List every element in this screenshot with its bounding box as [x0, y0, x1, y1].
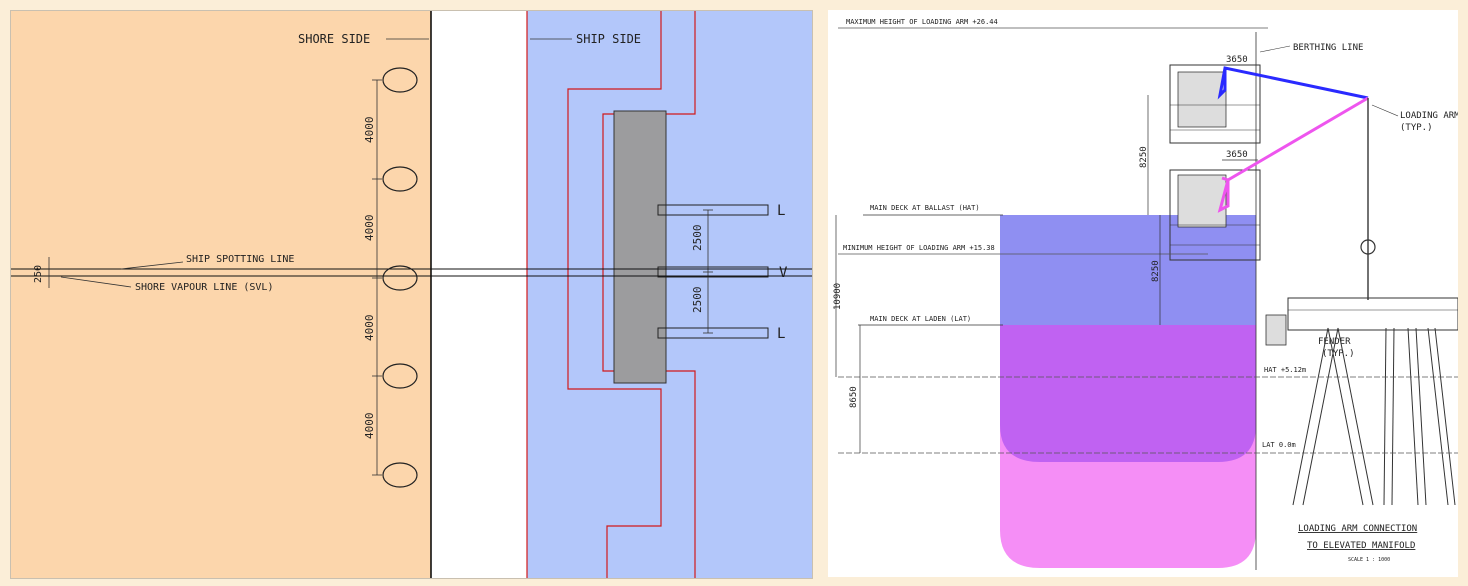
section-view-panel: MAXIMUM HEIGHT OF LOADING ARM +26.44 BER… — [828, 10, 1458, 577]
max-height-label: MAXIMUM HEIGHT OF LOADING ARM +26.44 — [846, 18, 998, 26]
loading-arm-label-1: LOADING ARM — [1400, 111, 1458, 121]
drawing-title-line-2: TO ELEVATED MANIFOLD — [1307, 541, 1415, 551]
main-deck-laden-label: MAIN DECK AT LADEN (LAT) — [870, 315, 971, 323]
arm-spacing-1: 2500 — [691, 225, 704, 252]
shore-side-label: SHORE SIDE — [298, 32, 370, 46]
loading-platform — [613, 110, 667, 384]
loading-arm-swivel — [1360, 239, 1376, 255]
jetty-piles — [1292, 327, 1456, 506]
fender — [1265, 314, 1287, 346]
drawing-title-line-1: LOADING ARM CONNECTION — [1298, 524, 1417, 534]
ship-side-label: SHIP SIDE — [576, 32, 641, 46]
loading-arm-v — [657, 266, 769, 278]
ship-hull-ballast — [1000, 215, 1256, 325]
spotting-leader — [120, 261, 184, 270]
ship-spotting-line-label: SHIP SPOTTING LINE — [186, 254, 294, 265]
min-height-label: MINIMUM HEIGHT OF LOADING ARM +15.38 — [843, 244, 995, 252]
ship-outline-inner — [602, 11, 696, 578]
bollard-spacing-2: 4000 — [363, 215, 376, 242]
loading-arm-l-bottom — [657, 327, 769, 339]
drawing-scale-label: SCALE 1 : 1000 — [1348, 557, 1390, 563]
loading-arm-lower — [1217, 96, 1369, 213]
main-deck-ballast-label: MAIN DECK AT BALLAST (HAT) — [870, 204, 980, 212]
upper-height-label: 8250 — [1139, 146, 1149, 168]
bollard-spacing-4: 4000 — [363, 413, 376, 440]
overall-height-label: 10900 — [833, 283, 843, 310]
hat-label: HAT +5.12m — [1264, 366, 1306, 374]
fender-label-1: FENDER — [1318, 337, 1351, 347]
plan-view-panel: L V L 2500 2500 250 SHIP SPOTTING LINE S… — [10, 10, 813, 579]
berthing-leader — [1259, 45, 1291, 53]
shore-vapour-line-label: SHORE VAPOUR LINE (SVL) — [135, 282, 273, 293]
jetty-deck — [1287, 297, 1458, 331]
upper-manifold — [1169, 64, 1261, 144]
lower-manifold — [1169, 169, 1261, 261]
section-view-drawing: MAXIMUM HEIGHT OF LOADING ARM +26.44 BER… — [833, 18, 1458, 570]
loading-arm-upper — [1217, 66, 1369, 100]
ship-outline-outer — [567, 11, 662, 578]
loading-arm-l-top — [657, 204, 769, 216]
bollard — [382, 462, 418, 488]
bollard — [382, 166, 418, 192]
loading-arm-label-2: (TYP.) — [1400, 123, 1433, 133]
berth-gap — [431, 11, 527, 578]
lat-label: LAT 0.0m — [1262, 441, 1296, 449]
lower-height-label: 8250 — [1151, 260, 1161, 282]
plan-view-drawing: L V L 2500 2500 250 SHIP SPOTTING LINE S… — [11, 11, 812, 578]
bollard — [382, 265, 418, 291]
reach-lower-label: 3650 — [1226, 150, 1248, 160]
arm-label-l-bottom: L — [777, 326, 785, 342]
arm-label-v: V — [779, 265, 788, 281]
loading-arm-leader — [1371, 104, 1399, 117]
bollard — [382, 67, 418, 93]
bollard-spacing-1: 4000 — [363, 117, 376, 144]
berthing-line-label: BERTHING LINE — [1293, 43, 1363, 53]
bollard-spacing-3: 4000 — [363, 315, 376, 342]
arm-spacing-2: 2500 — [691, 287, 704, 314]
shore-area — [11, 11, 431, 578]
ship-area — [527, 11, 812, 578]
arm-label-l-top: L — [777, 203, 785, 219]
laden-height-label: 8650 — [849, 386, 859, 408]
offset-label: 250 — [33, 265, 44, 283]
reach-upper-label: 3650 — [1226, 55, 1248, 65]
bollard — [382, 363, 418, 389]
fender-label-2: (TYP.) — [1322, 349, 1355, 359]
vapour-leader — [60, 276, 132, 288]
